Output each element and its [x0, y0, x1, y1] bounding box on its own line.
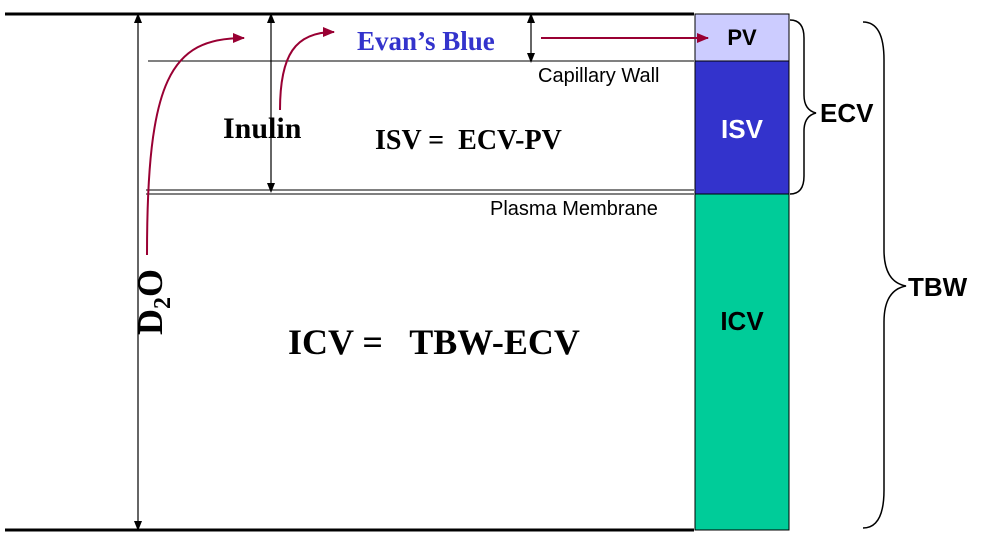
- d2o-label: D2O: [130, 269, 176, 335]
- tbw-brace: [862, 21, 907, 529]
- icv-equation: ICV = TBW-ECV: [288, 322, 580, 362]
- pv-compartment: [694, 13, 790, 62]
- isv-label: ISV: [721, 114, 764, 144]
- pv-label: PV: [727, 25, 757, 50]
- icv-label: ICV: [720, 306, 764, 336]
- d2o-curved-arrow: [146, 33, 245, 256]
- inulin-label: Inulin: [223, 112, 302, 145]
- capillary-wall-label: Capillary Wall: [538, 65, 660, 87]
- plasma-membrane-label: Plasma Membrane: [490, 198, 658, 220]
- icv-compartment: [694, 193, 790, 531]
- ecv-label: ECV: [820, 98, 874, 128]
- isv-equation: ISV = ECV-PV: [375, 125, 562, 156]
- evans-blue-label: Evan’s Blue: [357, 26, 495, 56]
- ecv-brace: [789, 19, 817, 195]
- inulin-curved-arrow: [279, 27, 335, 111]
- tbw-label: TBW: [908, 272, 968, 302]
